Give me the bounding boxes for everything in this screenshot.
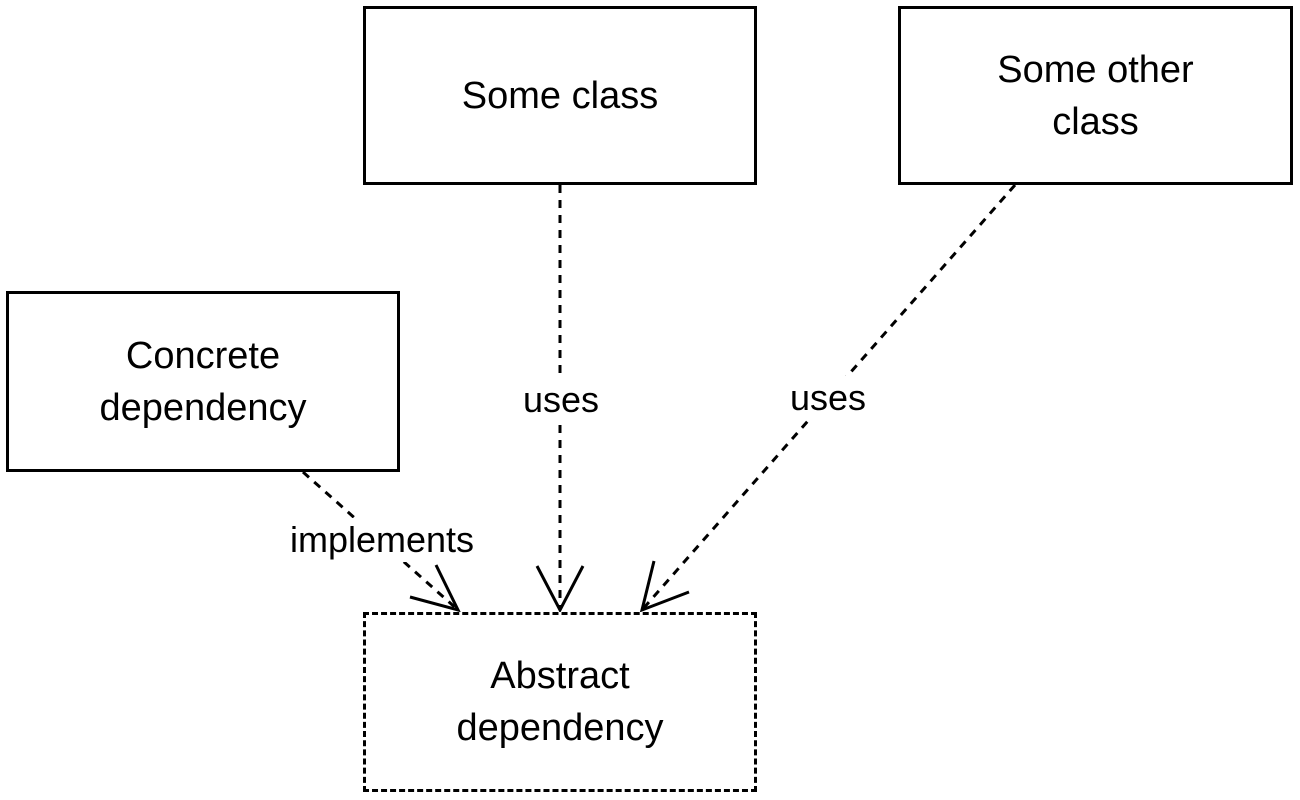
arrowhead-some-class xyxy=(535,565,585,614)
node-abstract-dependency-label-line2: dependency xyxy=(456,707,664,749)
node-some-other-class-label-line2: class xyxy=(1052,100,1139,143)
node-concrete-dependency-label-line2: dependency xyxy=(99,386,307,429)
edge-label-uses-some-class: uses xyxy=(518,378,604,422)
edge-some-other-class-to-abstract xyxy=(640,184,1017,611)
node-abstract-dependency-label-line1: Abstract xyxy=(490,655,630,697)
edge-label-implements: implements xyxy=(285,518,479,562)
arrowhead-concrete xyxy=(409,564,461,613)
node-some-class-label: Some class xyxy=(461,74,659,117)
edge-concrete-to-abstract xyxy=(302,470,459,612)
node-concrete-dependency-label-line1: Concrete xyxy=(125,334,281,377)
node-some-other-class-label-line1: Some other xyxy=(997,48,1194,91)
edge-label-uses-some-other-class: uses xyxy=(785,376,871,420)
node-some-other-class: Some other class xyxy=(898,6,1293,185)
node-abstract-dependency: Abstract dependency xyxy=(363,612,757,792)
arrowhead-some-other-class xyxy=(639,560,690,613)
node-some-class: Some class xyxy=(363,6,757,185)
node-concrete-dependency: Concrete dependency xyxy=(6,291,400,472)
